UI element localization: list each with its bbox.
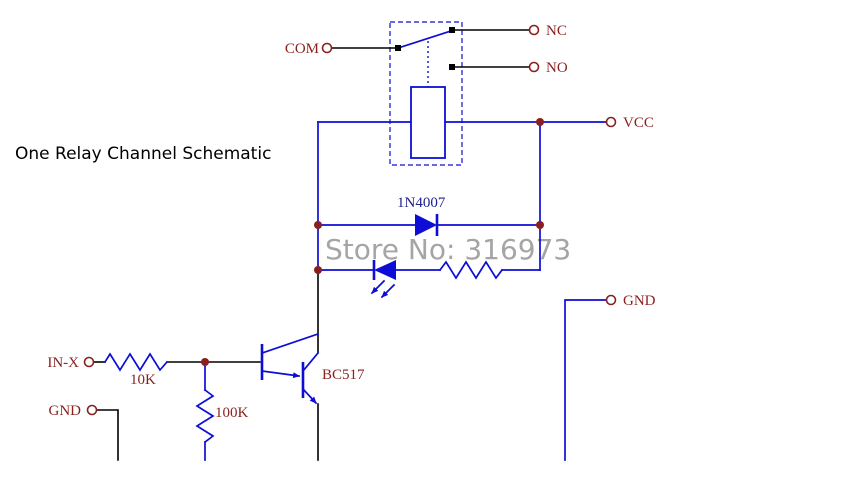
terminal-gnd-right (605, 294, 617, 306)
terminal-no (528, 61, 540, 73)
label-in-x: IN-X (47, 355, 79, 371)
ground-symbol (100, 460, 136, 471)
terminal-nc (528, 24, 540, 36)
relay-coil (410, 86, 446, 159)
transistor-bc517 (260, 332, 320, 405)
junction-dot (536, 118, 544, 126)
label-gnd-right: GND (623, 293, 656, 309)
resistor-10k (103, 352, 169, 372)
label-vcc: VCC (623, 115, 654, 131)
ground-symbol (187, 460, 223, 471)
relay-outline (389, 21, 463, 166)
ground-symbol (547, 460, 583, 471)
relay-assembly (331, 21, 530, 166)
label-100k: 100K (215, 405, 249, 421)
labels: COM NC NO VCC GND IN-X GND 10K 100K 1N40… (47, 23, 655, 421)
junction-dot (314, 266, 322, 274)
resistor-led-series (438, 260, 504, 280)
no-contact (449, 64, 455, 70)
relay-switch (331, 27, 530, 87)
led-indicator (370, 260, 396, 299)
terminals (83, 24, 617, 416)
ground-symbol (300, 460, 336, 471)
junction-dot (201, 358, 209, 366)
terminal-in-x (83, 356, 95, 368)
diode-1n4007 (415, 214, 439, 236)
switch-pivot-contact (395, 45, 401, 51)
page-title: One Relay Channel Schematic (15, 144, 271, 164)
terminal-vcc (605, 116, 617, 128)
watermark-text: Store No: 316973 (325, 233, 571, 266)
label-gnd-left: GND (49, 403, 82, 419)
junction-dot (536, 221, 544, 229)
label-no: NO (546, 60, 568, 76)
ground-symbols (100, 460, 583, 471)
junction-dots (201, 118, 544, 366)
resistor-100k (195, 388, 215, 444)
label-1n4007: 1N4007 (397, 195, 446, 211)
label-bc517: BC517 (322, 367, 365, 383)
led-emission-arrow (380, 283, 396, 299)
label-nc: NC (546, 23, 567, 39)
junction-dot (314, 221, 322, 229)
wires (93, 121, 607, 461)
terminal-gnd-left (86, 404, 98, 416)
label-10k: 10K (130, 372, 156, 388)
terminal-com (321, 42, 333, 54)
nc-contact (449, 27, 455, 33)
label-com: COM (285, 41, 319, 57)
led-emission-arrow (370, 279, 386, 295)
